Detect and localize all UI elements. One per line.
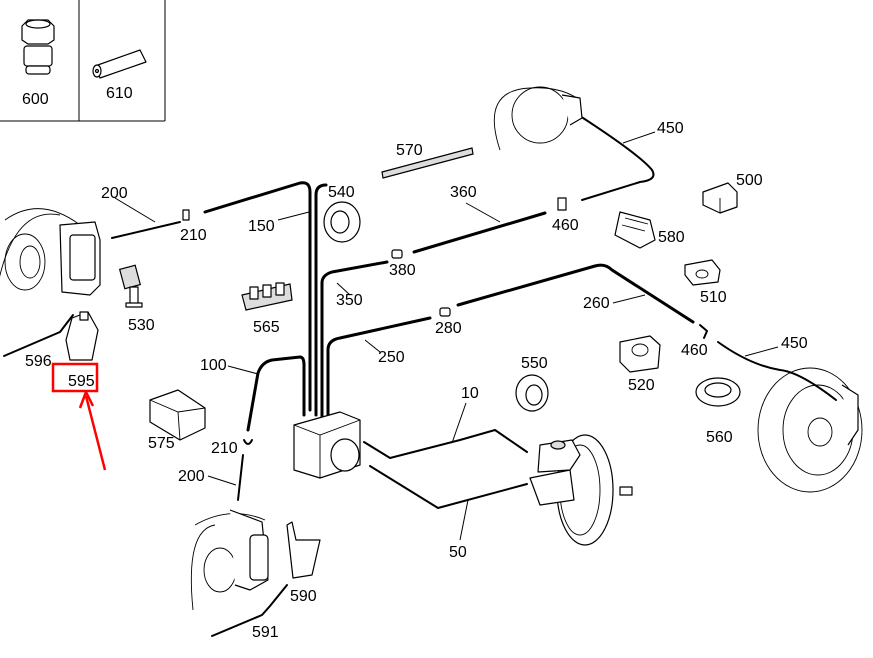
wear-sensor-cable-596[interactable] <box>3 314 74 357</box>
wear-sensor-590-icon[interactable] <box>286 521 321 579</box>
part-label-550[interactable]: 550 <box>521 355 548 372</box>
part-label-530[interactable]: 530 <box>128 317 155 334</box>
part-label-380[interactable]: 380 <box>389 262 416 279</box>
grommet-560-icon[interactable] <box>695 377 741 407</box>
part-label-360[interactable]: 360 <box>450 184 477 201</box>
part-label-260[interactable]: 260 <box>583 295 610 312</box>
part-label-210-top[interactable]: 210 <box>180 227 207 244</box>
brake-line-100[interactable] <box>246 355 306 432</box>
brake-line-260[interactable] <box>456 263 695 324</box>
part-label-560[interactable]: 560 <box>706 429 733 446</box>
clip-210-bottom-icon[interactable] <box>243 439 253 445</box>
part-label-595[interactable]: 595 <box>68 373 95 390</box>
connector-380-icon[interactable] <box>391 249 403 259</box>
grommet-540-icon[interactable] <box>323 201 361 243</box>
part-label-450-top[interactable]: 450 <box>657 120 684 137</box>
banjo-bolt-icon[interactable] <box>21 19 55 75</box>
brake-line-250[interactable] <box>326 316 432 422</box>
bracket-500-icon[interactable] <box>702 182 738 214</box>
part-label-210-bottom[interactable]: 210 <box>211 440 238 457</box>
part-label-596[interactable]: 596 <box>25 353 52 370</box>
part-label-10[interactable]: 10 <box>461 385 479 402</box>
part-label-200-top[interactable]: 200 <box>101 185 128 202</box>
part-label-150[interactable]: 150 <box>248 218 275 235</box>
front-right-brake-disc-icon <box>190 509 269 611</box>
part-label-200-bottom[interactable]: 200 <box>178 468 205 485</box>
inset-panel <box>0 0 166 122</box>
bracket-575-icon[interactable] <box>149 389 206 441</box>
highlight-box-595 <box>51 362 99 393</box>
part-label-460-top[interactable]: 460 <box>552 217 579 234</box>
bracket-520-icon[interactable] <box>619 335 661 373</box>
part-label-100[interactable]: 100 <box>200 357 227 374</box>
part-label-510[interactable]: 510 <box>700 289 727 306</box>
front-left-brake-disc-icon <box>0 208 101 296</box>
brake-line-200-top[interactable] <box>111 221 181 239</box>
part-label-460-bottom[interactable]: 460 <box>681 342 708 359</box>
rear-right-brake-disc-icon <box>757 367 863 493</box>
abs-hydraulic-unit-icon[interactable] <box>293 411 361 479</box>
part-label-520[interactable]: 520 <box>628 377 655 394</box>
bracket-510-icon[interactable] <box>684 259 721 286</box>
connector-280-icon[interactable] <box>439 307 451 317</box>
brake-line-350[interactable] <box>320 260 389 422</box>
brake-line-group-vertical <box>314 183 328 417</box>
wear-sensor-cable-591[interactable] <box>211 584 288 637</box>
wear-sensor-595-icon[interactable] <box>65 311 99 361</box>
sleeve-icon[interactable] <box>92 49 147 79</box>
brake-line-450-top[interactable] <box>579 115 655 201</box>
part-label-540[interactable]: 540 <box>328 184 355 201</box>
sensor-530-icon[interactable] <box>118 264 143 308</box>
part-label-580[interactable]: 580 <box>658 229 685 246</box>
rear-left-brake-disc-icon <box>493 86 583 151</box>
brake-booster-master-cylinder-icon <box>529 434 633 546</box>
clip-460-top-icon[interactable] <box>557 197 567 211</box>
part-label-280[interactable]: 280 <box>435 320 462 337</box>
part-label-450-bottom[interactable]: 450 <box>781 335 808 352</box>
part-label-570[interactable]: 570 <box>396 142 423 159</box>
brake-line-360[interactable] <box>412 211 547 254</box>
part-label-575[interactable]: 575 <box>148 435 175 452</box>
clip-460-bottom-icon[interactable] <box>699 324 708 339</box>
protective-strip-570-icon[interactable] <box>381 147 474 179</box>
part-label-590[interactable]: 590 <box>290 588 317 605</box>
part-label-591[interactable]: 591 <box>252 624 279 641</box>
part-label-350[interactable]: 350 <box>336 292 363 309</box>
brake-line-50[interactable] <box>369 465 528 509</box>
brake-line-200-bottom[interactable] <box>237 454 244 501</box>
brake-line-450-bottom[interactable] <box>717 341 837 401</box>
part-label-50[interactable]: 50 <box>449 544 467 561</box>
part-label-250[interactable]: 250 <box>378 349 405 366</box>
clip-holder-565-icon[interactable] <box>241 282 293 311</box>
clip-210-top-icon[interactable] <box>182 209 190 221</box>
brake-line-150[interactable] <box>203 181 312 412</box>
grommet-550-icon[interactable] <box>515 374 549 412</box>
brake-line-10[interactable] <box>363 429 528 459</box>
part-label-610[interactable]: 610 <box>106 85 133 102</box>
part-label-565[interactable]: 565 <box>253 319 280 336</box>
part-label-500[interactable]: 500 <box>736 172 763 189</box>
bracket-580-icon[interactable] <box>614 211 656 249</box>
highlight-arrow-icon <box>78 391 107 471</box>
part-label-600[interactable]: 600 <box>22 91 49 108</box>
